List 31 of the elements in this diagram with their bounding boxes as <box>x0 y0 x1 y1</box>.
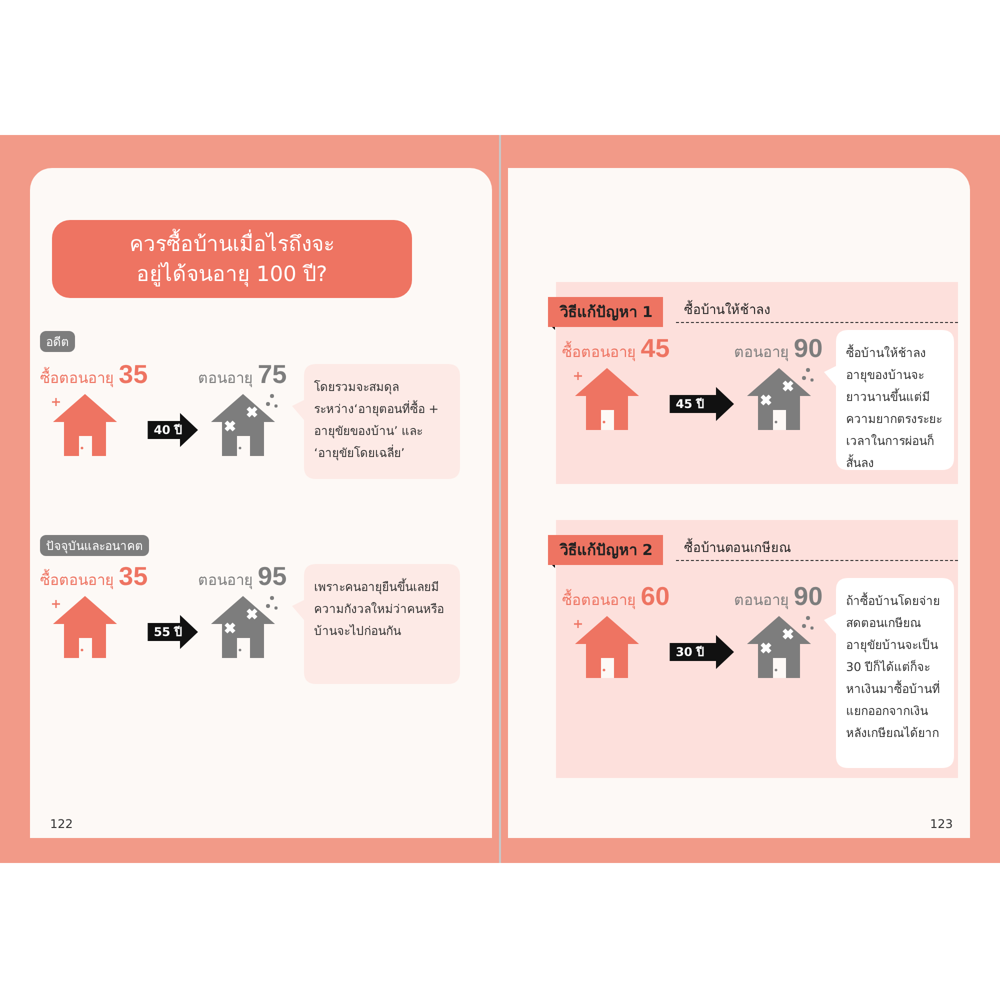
age-heading: ซื้อตอนอายุ 35 <box>40 360 148 391</box>
age-heading: ตอนอายุ 90 <box>734 334 823 365</box>
page-number: 123 <box>930 817 953 831</box>
block-arrow <box>670 635 734 669</box>
section-tag: วิธีแก้ปัญหา 2 <box>548 535 663 565</box>
bubble-text: เพราะคนอายุยืนขึ้นเลยมีความกังวลใหม่ว่าคนหรือบ้านจะไปก่อนกัน <box>314 577 445 640</box>
title-banner: ควรซื้อบ้านเมื่อไรถึงจะอยู่ได้จนอายุ 100 ปี? <box>52 220 412 298</box>
age-heading: ซื้อตอนอายุ 35 <box>40 562 148 593</box>
block-arrow <box>670 387 734 421</box>
block-arrow <box>148 615 198 649</box>
age-heading: ซื้อตอนอายุ 60 <box>562 582 670 613</box>
section-subtitle: ซื้อบ้านให้ช้าลง <box>684 299 770 320</box>
section-tag: ปัจจุบันและอนาคต <box>40 535 149 556</box>
section-subtitle: ซื้อบ้านตอนเกษียณ <box>684 537 791 558</box>
bubble-text: โดยรวมจะสมดุลระหว่าง‘อายุตอนที่ซื้อ + อายุขัยของบ้าน’ และ ‘อายุขัยโดยเฉลี่ย’ <box>314 379 440 462</box>
section-tag: วิธีแก้ปัญหา 1 <box>548 297 663 327</box>
age-heading: ตอนอายุ 95 <box>198 562 287 593</box>
bubble-text: ซื้อบ้านให้ช้าลง อายุของบ้านจะยาวนานขึ้นแต่มีความยากตรงระยะเวลาในการผ่อนก็สั้นลง <box>846 343 943 472</box>
age-heading: ตอนอายุ 90 <box>734 582 823 613</box>
speech-bubble <box>824 578 954 768</box>
page-number: 122 <box>50 817 73 831</box>
bubble-text: ถ้าซื้อบ้านโดยจ่ายสดตอนเกษียณ อายุขัยบ้านจะเป็น 30 ปีก็ได้แต่ก็จะหาเงินมาซื้อบ้านที่แยกออกจากเงินหลังเกษียณได้ยาก <box>846 591 941 742</box>
edge-label: 55 ปี <box>154 624 183 641</box>
section-tag: อดีต <box>40 331 75 352</box>
age-heading: ซื้อตอนอายุ 45 <box>562 334 670 365</box>
block-arrow <box>148 413 198 447</box>
edge-label: 30 ปี <box>676 644 705 661</box>
edge-label: 40 ปี <box>154 422 183 439</box>
age-heading: ตอนอายุ 75 <box>198 360 287 391</box>
speech-bubble <box>824 330 954 470</box>
edge-label: 45 ปี <box>676 396 705 413</box>
